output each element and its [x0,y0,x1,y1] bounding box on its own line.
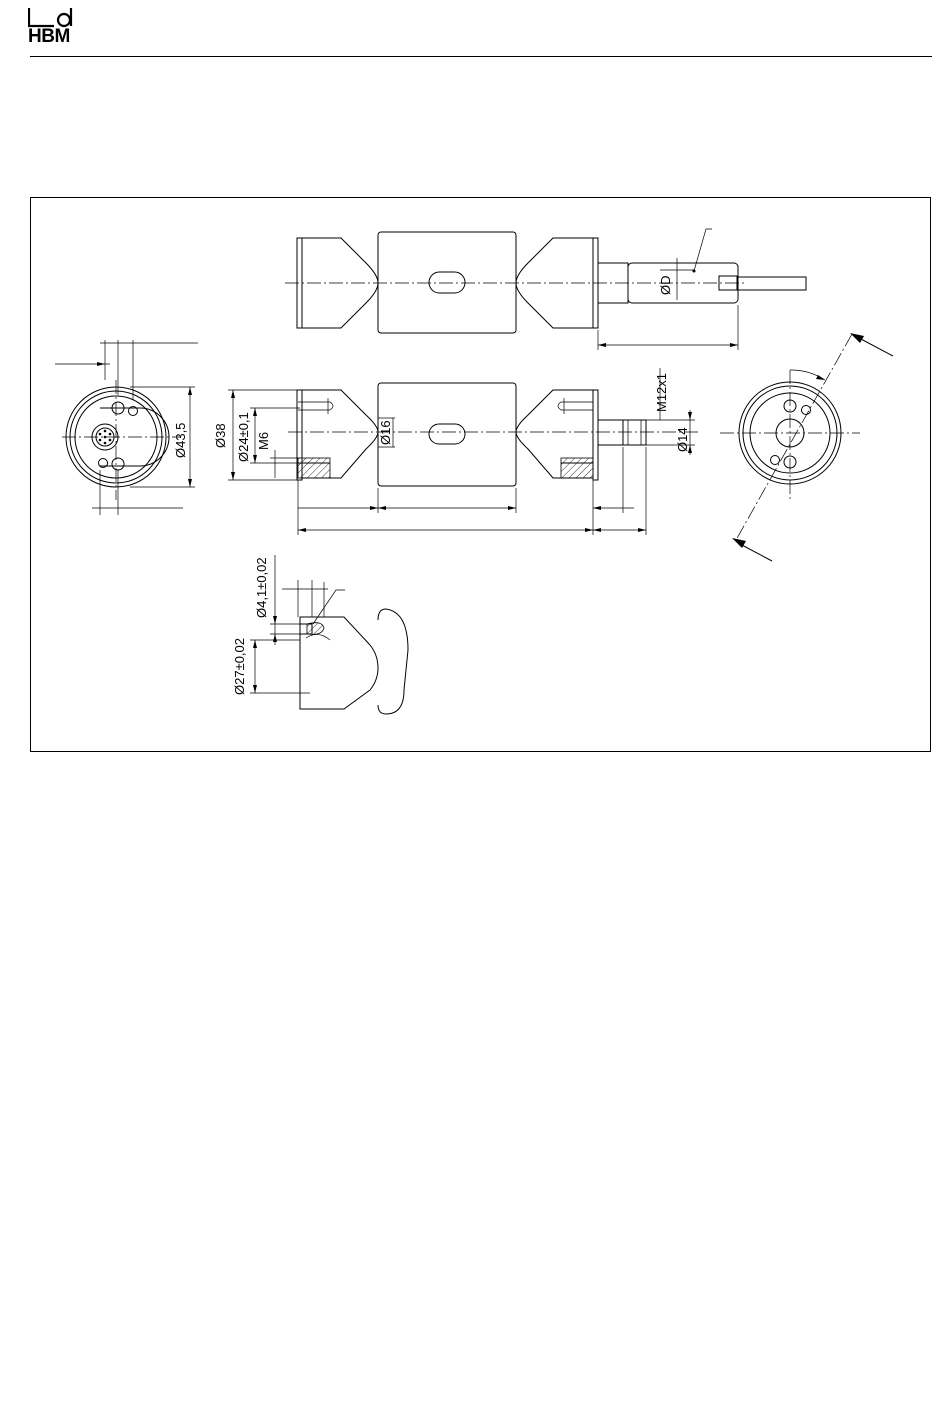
label-dia-14: Ø14 [675,427,690,452]
main-section-view: Ø16 Ø38 Ø24±0,1 M6 M12x1 Ø14 [213,368,700,535]
label-dia-d: ØD [658,276,673,296]
label-m6: M6 [256,432,271,450]
label-dia-27: Ø27±0,02 [232,638,247,695]
label-dia-43-5: Ø43,5 [173,423,188,458]
label-dia-4-1: Ø4,1±0,02 [254,557,269,618]
label-m12x1: M12x1 [654,373,669,412]
right-end-view [720,333,893,561]
label-dia-16: Ø16 [378,420,393,445]
top-view: ØD [285,229,806,350]
label-dia-38: Ø38 [213,423,228,448]
left-end-view: Ø43,5 [55,340,198,515]
label-dia-24: Ø24±0,1 [236,412,251,462]
detail-view: Ø4,1±0,02 Ø27±0,02 [232,555,408,714]
